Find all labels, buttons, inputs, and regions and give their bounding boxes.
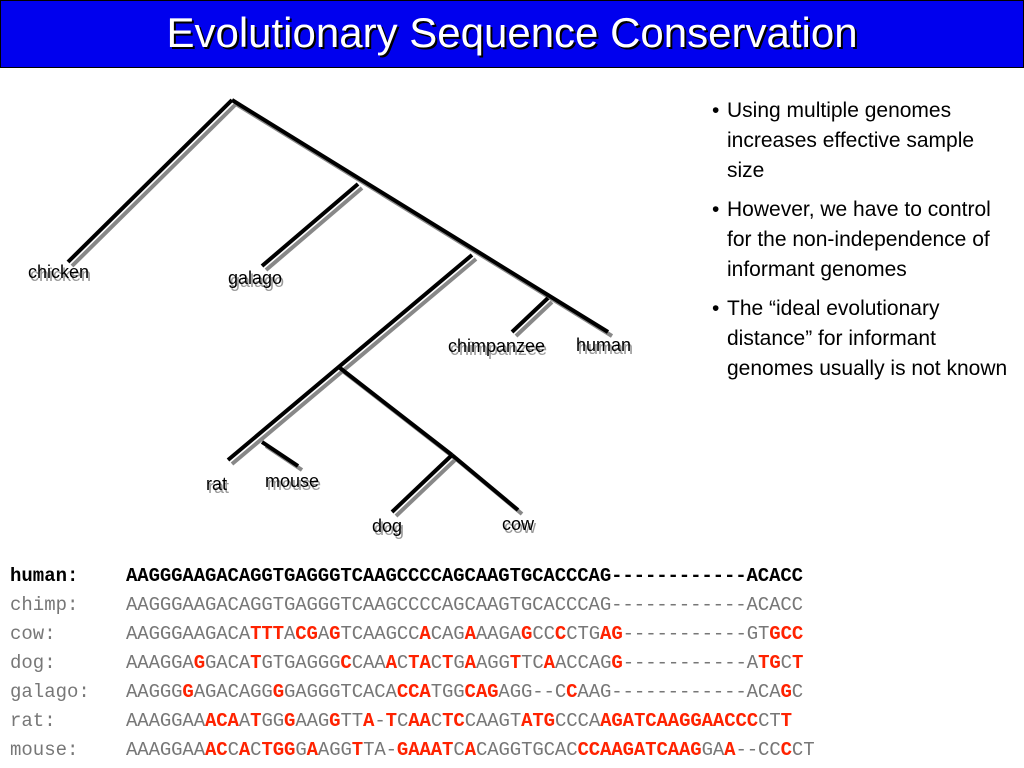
bullet-text: However, we have to control for the non-… [727, 198, 991, 281]
species-name: galago: [10, 681, 90, 703]
tree-label-shadow: human [578, 338, 633, 358]
bullet-text: Using multiple genomes increases effecti… [727, 99, 975, 182]
bullet-item: • The “ideal evolutionary distance” for i… [712, 294, 1012, 384]
branch-shadow [514, 300, 554, 338]
tree-label-dog: dog [372, 516, 402, 536]
tree-label-chimpanzee: chimpanzee [448, 336, 545, 356]
branch-shadow [394, 457, 458, 518]
tree-branch [510, 296, 550, 334]
species-name: dog: [10, 652, 56, 674]
sequence: AAGGGAAGACAGGTGAGGGTCAAGCCCCAGCAAGTGCACC… [126, 565, 803, 587]
tree-label-human: human [576, 335, 631, 355]
tree-label-mouse: mouse [265, 471, 319, 491]
branch-shadow [264, 186, 364, 272]
alignment-row: mouse: AAAGGAAACCACTGGGAAGGTTA-GAAATCACAG… [10, 736, 815, 765]
tree-branch [260, 182, 360, 268]
sequence: AAAGGAAACCACTGGGAAGGTTA-GAAATCACAGGTGCAC… [126, 739, 815, 761]
bullet-dot: • [712, 99, 720, 122]
alignment-row: galago: AAGGGGAGACAGGGGAGGGTCACACCATGGCAG… [10, 678, 814, 707]
tree-branch [260, 440, 300, 468]
bullet-dot: • [712, 198, 720, 221]
bullet-dot: • [712, 297, 720, 320]
branch-shadow [70, 102, 238, 268]
sequence: AAGGGAAGACAGGTGAGGGTCAAGCCCCAGCAAGTGCACC… [126, 594, 803, 616]
tree-label-shadow: dog [374, 519, 404, 539]
tree-branch [230, 98, 610, 334]
species-name: human: [10, 565, 79, 587]
alignment-row: rat: AAAGGAAACAATGGGAAGGTTA-TCAACTCCAAGTA… [10, 707, 814, 736]
tree-branch [390, 453, 454, 514]
tree-label-rat: rat [206, 474, 227, 494]
tree-branch [450, 453, 520, 512]
tree-label-shadow: galago [230, 271, 284, 291]
alignment-row: human: AAGGGAAGACAGGTGAGGGTCAAGCCCCAGCAAG… [10, 562, 814, 591]
tree-branch [338, 366, 454, 457]
tree-label-cow: cow [502, 514, 535, 534]
tree-label-chicken: chicken [28, 262, 89, 282]
tree-label-shadow: cow [504, 517, 537, 537]
sequence: AAGGGAAGACATTTACGAGTCAAGCCACAGAAAGAGCCCC… [126, 623, 804, 645]
sequence-alignment: human: AAGGGAAGACAGGTGAGGGTCAAGCCCCAGCAAG… [10, 562, 815, 765]
species-name: cow: [10, 623, 56, 645]
tree-label-galago: galago [228, 268, 282, 288]
sequence: AAGGGGAGACAGGGGAGGGTCACACCATGGCAGAGG--CC… [126, 681, 804, 703]
tree-branch [66, 98, 234, 264]
alignment-row: chimp: AAGGGAAGACAGGTGAGGGTCAAGCCCCAGCAAG… [10, 591, 814, 620]
alignment-row: cow: AAGGGAAGACATTTACGAGTCAAGCCACAGAAAGAG… [10, 620, 814, 649]
tree-label-shadow: chicken [30, 265, 91, 285]
species-name: rat: [10, 710, 56, 732]
tree-label-shadow: mouse [267, 474, 321, 494]
branch-shadow [230, 257, 478, 466]
bullet-item: • However, we have to control for the non… [712, 195, 1012, 285]
species-name: chimp: [10, 594, 79, 616]
tree-label-shadow: rat [208, 477, 229, 497]
slide-title: Evolutionary Sequence Conservation [166, 9, 858, 56]
tree-branches [66, 98, 610, 514]
sequence: AAAGGAAACAATGGGAAGGTTA-TCAACTCCAAGTATGCC… [126, 710, 792, 732]
bullet-list: • Using multiple genomes increases effect… [712, 96, 1012, 393]
alignment-row: dog: AAAGGAGGACATGTGAGGGCCAAACTACTGAAGGTT… [10, 649, 814, 678]
sequence: AAAGGAGGACATGTGAGGGCCAAACTACTGAAGGTTCAAC… [126, 652, 804, 674]
title-bar: Evolutionary Sequence Conservation [0, 0, 1024, 68]
tree-label-shadow: chimpanzee [450, 339, 547, 359]
bullet-item: • Using multiple genomes increases effect… [712, 96, 1012, 186]
tree-branch [226, 253, 474, 462]
bullet-text: The “ideal evolutionary distance” for in… [727, 297, 1008, 380]
species-name: mouse: [10, 739, 79, 761]
